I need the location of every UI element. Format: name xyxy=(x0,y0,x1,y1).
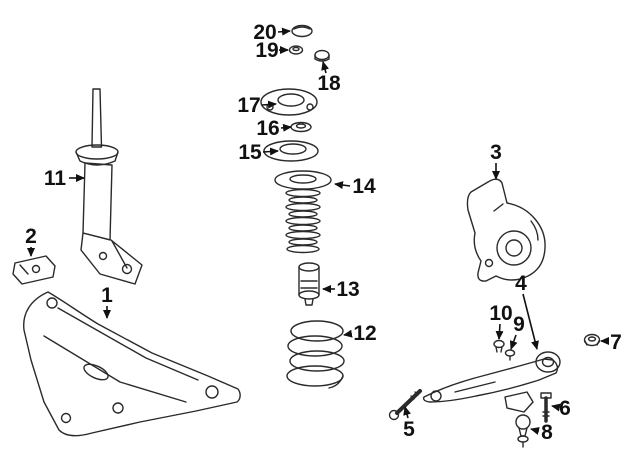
callout-16-label: 16 xyxy=(256,117,279,140)
callout-12-label: 12 xyxy=(353,322,376,345)
upper-spring-seat xyxy=(263,140,319,162)
callout-17-label: 17 xyxy=(237,94,260,117)
bolt-5 xyxy=(388,389,422,421)
lower-control-arm xyxy=(422,351,561,413)
callout-arrow-17 xyxy=(261,100,277,109)
nut-7 xyxy=(583,333,601,347)
callout-11-label: 11 xyxy=(44,167,67,190)
ball-joint xyxy=(515,414,531,448)
callout-arrow-6 xyxy=(551,403,561,412)
callout-18-label: 18 xyxy=(317,72,341,95)
fastener-10 xyxy=(493,339,505,353)
fastener-9 xyxy=(504,349,516,361)
bearing-washer xyxy=(290,121,312,133)
callout-labels: 1 2 3 4 5 6 7 8 9 10 11 12 13 14 15 16 1… xyxy=(25,21,622,444)
mount-bracket xyxy=(12,255,56,285)
callout-arrow-12 xyxy=(343,329,353,338)
dust-boot xyxy=(274,170,332,254)
callout-arrow-18 xyxy=(321,61,329,74)
callout-6-label: 6 xyxy=(559,397,571,420)
callout-10-label: 10 xyxy=(489,302,512,325)
callout-arrow-4 xyxy=(522,293,539,350)
strut-mount xyxy=(260,88,318,116)
crossmember xyxy=(23,291,241,437)
bump-stop xyxy=(298,262,320,306)
callout-9-label: 9 xyxy=(513,313,525,336)
callout-arrow-16 xyxy=(280,123,292,132)
callout-arrow-5 xyxy=(403,406,411,419)
callout-arrows xyxy=(27,27,609,435)
callout-1-label: 1 xyxy=(101,284,113,307)
callout-4-label: 4 xyxy=(515,272,527,295)
callout-arrow-10 xyxy=(495,323,504,340)
callout-arrow-15 xyxy=(262,147,279,156)
coil-spring xyxy=(286,320,345,389)
callout-2-label: 2 xyxy=(25,225,37,248)
callout-7-label: 7 xyxy=(610,331,622,354)
steering-knuckle xyxy=(466,178,546,282)
callout-19-label: 19 xyxy=(255,39,278,62)
callout-13-label: 13 xyxy=(336,278,359,301)
callout-20-label: 20 xyxy=(253,21,276,44)
callout-8-label: 8 xyxy=(541,421,553,444)
callout-5-label: 5 xyxy=(403,418,415,441)
callout-3-label: 3 xyxy=(490,141,502,164)
callout-15-label: 15 xyxy=(238,141,262,164)
callout-arrow-8 xyxy=(530,427,540,435)
callout-arrow-9 xyxy=(509,334,518,350)
callout-arrow-14 xyxy=(334,181,351,190)
dust-cap xyxy=(291,24,313,38)
bolt-6 xyxy=(540,392,552,423)
nut-18 xyxy=(314,49,330,62)
strut-assembly xyxy=(75,88,143,285)
callout-arrow-20 xyxy=(277,27,291,36)
callout-14-label: 14 xyxy=(352,175,376,198)
lock-nut-19 xyxy=(288,45,304,55)
